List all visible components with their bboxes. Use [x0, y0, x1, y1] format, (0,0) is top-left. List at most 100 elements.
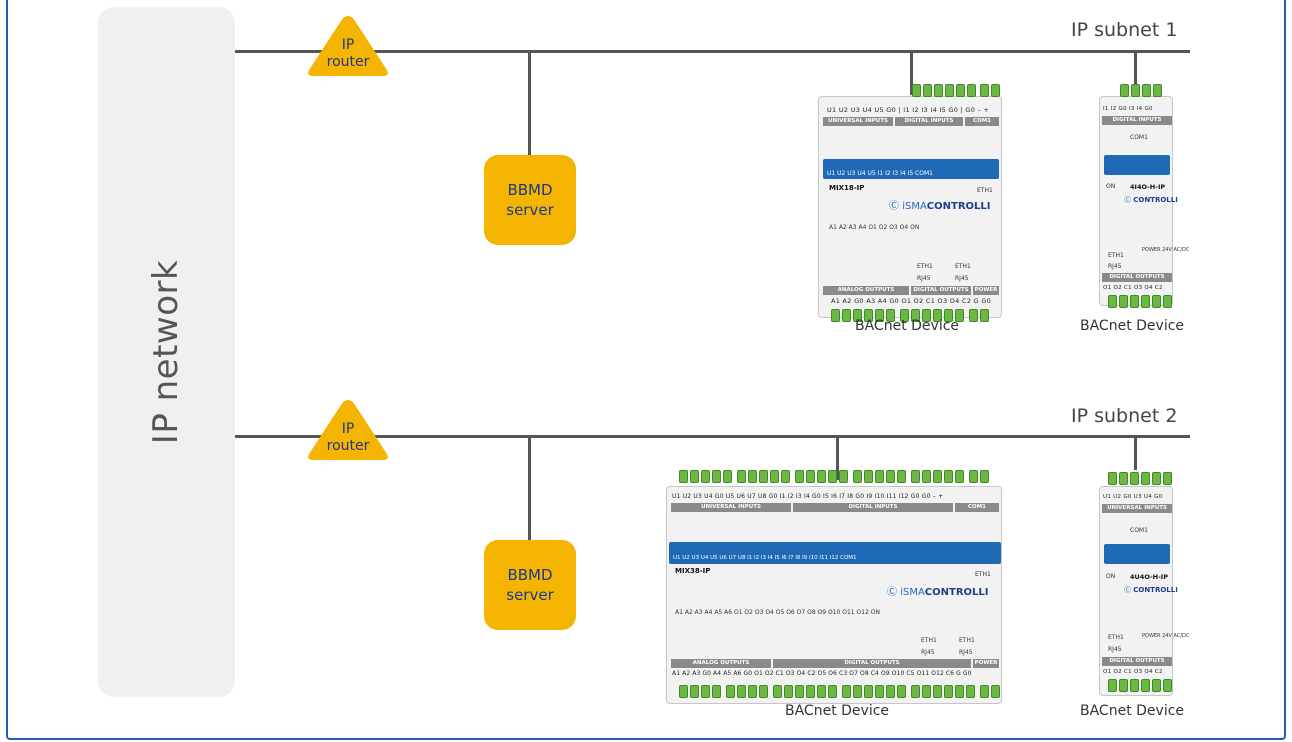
- device-3-link: [836, 435, 839, 480]
- device-1-bar-power: POWER: [973, 286, 999, 295]
- device-2-eth-label: ETH1: [1108, 252, 1124, 259]
- bbmd-1-line-2: server: [506, 201, 554, 219]
- router-triangle-icon: [308, 16, 388, 76]
- device-2-on-label: ON: [1106, 183, 1116, 190]
- ip-router-1: IP router: [305, 12, 391, 84]
- device-4-brand: Ⓒ CONTROLLI: [1124, 586, 1178, 594]
- device-1-model: MIX18-IP: [829, 184, 865, 192]
- device-4-model: 4U4O-H-IP: [1130, 573, 1168, 581]
- device-2-com-label: COM1: [1130, 134, 1148, 141]
- router-2-line-2: router: [326, 438, 370, 454]
- device-2-link: [1134, 50, 1137, 85]
- device-1-bar-digital: DIGITAL INPUTS: [895, 117, 963, 126]
- device-3-bar-universal: UNIVERSAL INPUTS: [671, 503, 791, 512]
- bbmd-server-1: BBMD server: [484, 155, 576, 245]
- device-3-bottom-terminals: [679, 685, 1000, 698]
- device-2-label: BACnet Device: [1080, 318, 1185, 334]
- bacnet-device-mix38: U1 U2 U3 U4 G0 U5 U6 U7 U8 G0 I1 I2 I3 I…: [666, 470, 1002, 704]
- device-2-bottom-terminals: [1108, 295, 1172, 308]
- subnet-1-bus: [235, 50, 1190, 53]
- device-4-power-label: POWER 24V AC/DC: [1142, 633, 1190, 639]
- device-4-eth-label: ETH1: [1108, 634, 1124, 641]
- device-1-bar-universal: UNIVERSAL INPUTS: [823, 117, 893, 126]
- device-3-eth-label: ETH1: [975, 571, 991, 578]
- bacnet-device-mix18: U1 U2 U3 U4 U5 G0 | I1 I2 I3 I4 I5 G0 | …: [818, 84, 1002, 322]
- device-4-on-label: ON: [1106, 573, 1116, 580]
- bbmd-1-link: [528, 50, 531, 156]
- brand-logo-icon: Ⓒ: [887, 587, 901, 598]
- device-2-power-label: POWER 24V AC/DC: [1142, 247, 1190, 253]
- device-4-top-terminals: [1108, 472, 1172, 485]
- device-3-model: MIX38-IP: [675, 567, 711, 575]
- ip-router-2: IP router: [305, 396, 391, 468]
- device-4-bottom-terminals: [1108, 679, 1172, 692]
- bbmd-2-line-1: BBMD: [507, 566, 553, 584]
- ip-network-block: [98, 7, 235, 697]
- device-2-led-panel: [1104, 155, 1170, 175]
- device-3-led-panel: [669, 542, 1001, 564]
- device-3-bar-analog-out: ANALOG OUTPUTS: [671, 659, 771, 668]
- device-1-bottom-pins: A1 A2 G0 A3 A4 G0 O1 O2 C1 O3 O4 C2 G G0: [831, 297, 992, 305]
- device-3-bottom-pins: A1 A2 A3 G0 A4 A5 A6 G0 O1 O2 C1 O3 O4 C…: [672, 670, 972, 677]
- device-1-top-pins: U1 U2 U3 U4 U5 G0 | I1 I2 I3 I4 I5 G0 | …: [827, 106, 990, 114]
- device-3-eth-port-b: ETH1: [959, 637, 975, 644]
- device-4-bar-top: UNIVERSAL INPUTS: [1102, 504, 1172, 513]
- device-4-com-label: COM1: [1130, 527, 1148, 534]
- device-1-output-labels: A1 A2 A3 A4 O1 O2 O3 O4 ON: [829, 224, 920, 231]
- router-1-line-2: router: [326, 54, 370, 70]
- device-3-bar-com: COM1: [955, 503, 999, 512]
- device-2-brand: Ⓒ CONTROLLI: [1124, 196, 1178, 204]
- device-1-link: [910, 50, 913, 95]
- device-2-top-pins: I1 I2 G0 I3 I4 G0: [1103, 106, 1153, 112]
- bacnet-device-4u4o: U1 U2 G0 U3 U4 G0 UNIVERSAL INPUTS COM1 …: [1099, 472, 1189, 696]
- device-1-com-terminals: [980, 84, 1000, 97]
- device-1-led-labels: U1 U2 U3 U4 U5 I1 I2 I3 I4 I5 COM1: [827, 170, 933, 177]
- device-2-rj45: RJ45: [1108, 263, 1122, 270]
- diagram-frame: [6, 0, 1286, 740]
- device-1-bar-analog-out: ANALOG OUTPUTS: [823, 286, 909, 295]
- bbmd-server-2: BBMD server: [484, 540, 576, 630]
- device-1-brand: Ⓒ iSMACONTROLLI: [889, 201, 991, 212]
- device-1-label: BACnet Device: [855, 318, 960, 334]
- device-1-bar-digital-out: DIGITAL OUTPUTS: [911, 286, 971, 295]
- bbmd-1-line-1: BBMD: [507, 181, 553, 199]
- device-3-label: BACnet Device: [785, 703, 890, 719]
- device-1-rj45-a: RJ45: [917, 275, 931, 282]
- device-1-bottom-terminals: [831, 309, 989, 322]
- device-3-brand: Ⓒ iSMACONTROLLI: [887, 587, 989, 598]
- device-4-top-pins: U1 U2 G0 U3 U4 G0: [1103, 494, 1163, 500]
- device-2-model: 4I4O-H-IP: [1130, 183, 1166, 191]
- device-3-rj45-b: RJ45: [959, 649, 973, 656]
- device-1-top-terminals: [912, 84, 976, 97]
- device-1-bar-com: COM1: [965, 117, 999, 126]
- subnet-2-bus: [235, 435, 1190, 438]
- bbmd-2-link: [528, 435, 531, 541]
- device-4-rj45: RJ45: [1108, 646, 1122, 653]
- brand-logo-icon: Ⓒ: [1124, 196, 1134, 204]
- bbmd-2-line-2: server: [506, 586, 554, 604]
- bacnet-device-4i4o: I1 I2 G0 I3 I4 G0 DIGITAL INPUTS COM1 ON…: [1099, 84, 1189, 308]
- device-2-bar-bottom: DIGITAL OUTPUTS: [1102, 273, 1172, 282]
- router-1-line-1: IP: [341, 37, 355, 53]
- device-3-output-labels: A1 A2 A3 A4 A5 A6 O1 O2 O3 O4 O5 O6 O7 O…: [675, 609, 881, 616]
- subnet-1-label: IP subnet 1: [1071, 19, 1178, 41]
- device-3-led-labels: U1 U2 U3 U4 U5 U6 U7 U8 I1 I2 I3 I4 I5 I…: [673, 555, 857, 561]
- device-3-top-terminals: [679, 470, 989, 483]
- brand-logo-icon: Ⓒ: [889, 201, 903, 212]
- ip-network-label: IP network: [146, 259, 186, 445]
- device-2-top-terminals: [1120, 84, 1162, 97]
- device-3-bar-digital: DIGITAL INPUTS: [793, 503, 953, 512]
- device-1-led-panel: [823, 159, 999, 179]
- router-2-line-1: IP: [341, 421, 355, 437]
- device-2-bottom-pins: O1 O2 C1 O3 O4 C2: [1103, 285, 1163, 291]
- device-3-top-pins: U1 U2 U3 U4 G0 U5 U6 U7 U8 G0 I1 I2 I3 I…: [672, 493, 944, 500]
- device-3-eth-port-a: ETH1: [921, 637, 937, 644]
- device-1-rj45-b: RJ45: [955, 275, 969, 282]
- device-4-bottom-pins: O1 O2 C1 O3 O4 C2: [1103, 669, 1163, 675]
- device-1-eth-port-b: ETH1: [955, 263, 971, 270]
- device-3-bar-digital-out: DIGITAL OUTPUTS: [773, 659, 971, 668]
- device-1-eth-port-a: ETH1: [917, 263, 933, 270]
- device-4-label: BACnet Device: [1080, 703, 1185, 719]
- device-2-bar-top: DIGITAL INPUTS: [1102, 116, 1172, 125]
- device-4-bar-bottom: DIGITAL OUTPUTS: [1102, 657, 1172, 666]
